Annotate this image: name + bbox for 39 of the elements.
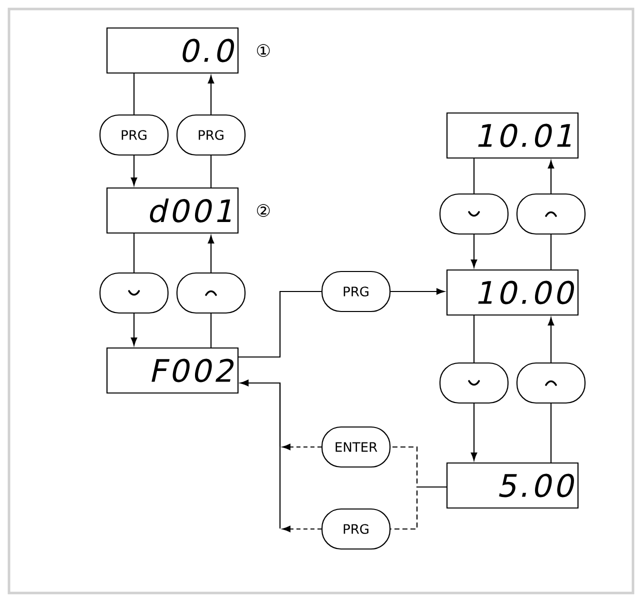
arrow — [240, 380, 322, 532]
key-button: PRG — [99, 114, 169, 156]
key-button — [439, 362, 509, 404]
arrow — [548, 317, 554, 362]
arrow — [208, 235, 214, 272]
key-button: ENTER — [321, 426, 391, 468]
key-button — [99, 272, 169, 314]
key-button — [516, 362, 586, 404]
key-button: PRG — [176, 114, 246, 156]
display-box: F002 — [106, 347, 239, 394]
display-box: 10.00 — [446, 269, 579, 316]
key-button — [176, 272, 246, 314]
arrow — [130, 314, 138, 346]
arrow — [390, 288, 445, 295]
connector-line — [473, 316, 475, 362]
arrow — [470, 404, 478, 461]
connector-line — [210, 314, 212, 348]
connector-line — [210, 156, 212, 188]
connector-line — [550, 234, 552, 270]
key-button: PRG — [321, 508, 391, 550]
display-box: 5.00 — [446, 462, 579, 509]
connector-line — [133, 234, 135, 272]
arrow — [130, 156, 138, 186]
display-box: 10.01 — [446, 112, 579, 159]
connector-line — [550, 404, 552, 462]
callout-number: ① — [257, 44, 270, 57]
arrow — [208, 75, 214, 114]
display-box: d001 — [106, 187, 239, 234]
display-box: 0.0 — [106, 27, 239, 74]
arrow — [470, 234, 478, 268]
key-button — [439, 193, 509, 235]
connector-line — [133, 74, 135, 114]
key-button — [516, 193, 586, 235]
connector-line — [473, 158, 475, 194]
arrow — [548, 160, 554, 194]
connector-line — [390, 486, 446, 530]
connector-line — [238, 290, 322, 358]
key-button: PRG — [321, 270, 391, 312]
callout-number: ② — [257, 204, 270, 217]
